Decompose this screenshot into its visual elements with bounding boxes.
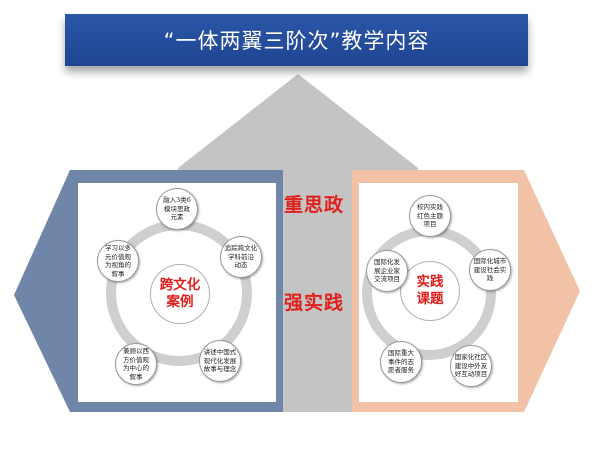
right-node-1: 校内实践 红色主题 项目 xyxy=(409,195,451,237)
right-panel: 实践 课题 校内实践 红色主题 项目 国际化城市 建设社会实 践 国家化社区 建… xyxy=(359,183,518,402)
diagram-title: “一体两翼三阶次”教学内容 xyxy=(163,29,430,53)
left-node-1: 融入3类6 模块思政 元素 xyxy=(156,188,198,230)
right-node-3: 国家化社区 建设中外友 好互动项目 xyxy=(450,345,492,387)
right-node-5: 国际化发 展企业家 交流项目 xyxy=(366,250,408,292)
label-practice: 强实践 xyxy=(284,292,345,314)
right-center-node: 实践 课题 xyxy=(400,261,460,321)
left-node-3: 讲述中国式 现代化发展 故事与理念 xyxy=(199,340,241,382)
right-node-4: 国际重大 事件的志 愿者服务 xyxy=(380,341,422,383)
left-node-4: 兼顾以西 方价值观 为中心的 叙事 xyxy=(115,343,157,385)
left-node-5: 学习以多 元价值观 为视角的 叙事 xyxy=(97,240,139,282)
left-center-node: 跨文化 案例 xyxy=(150,264,210,324)
label-ideology: 重思政 xyxy=(284,194,345,216)
title-banner: “一体两翼三阶次”教学内容 xyxy=(65,14,528,66)
right-node-2: 国际化城市 建设社会实 践 xyxy=(469,249,511,291)
left-node-2: 追踪跨文化 学科前沿 动态 xyxy=(220,236,262,278)
left-panel: 跨文化 案例 融入3类6 模块思政 元素 追踪跨文化 学科前沿 动态 讲述中国式… xyxy=(78,183,276,402)
